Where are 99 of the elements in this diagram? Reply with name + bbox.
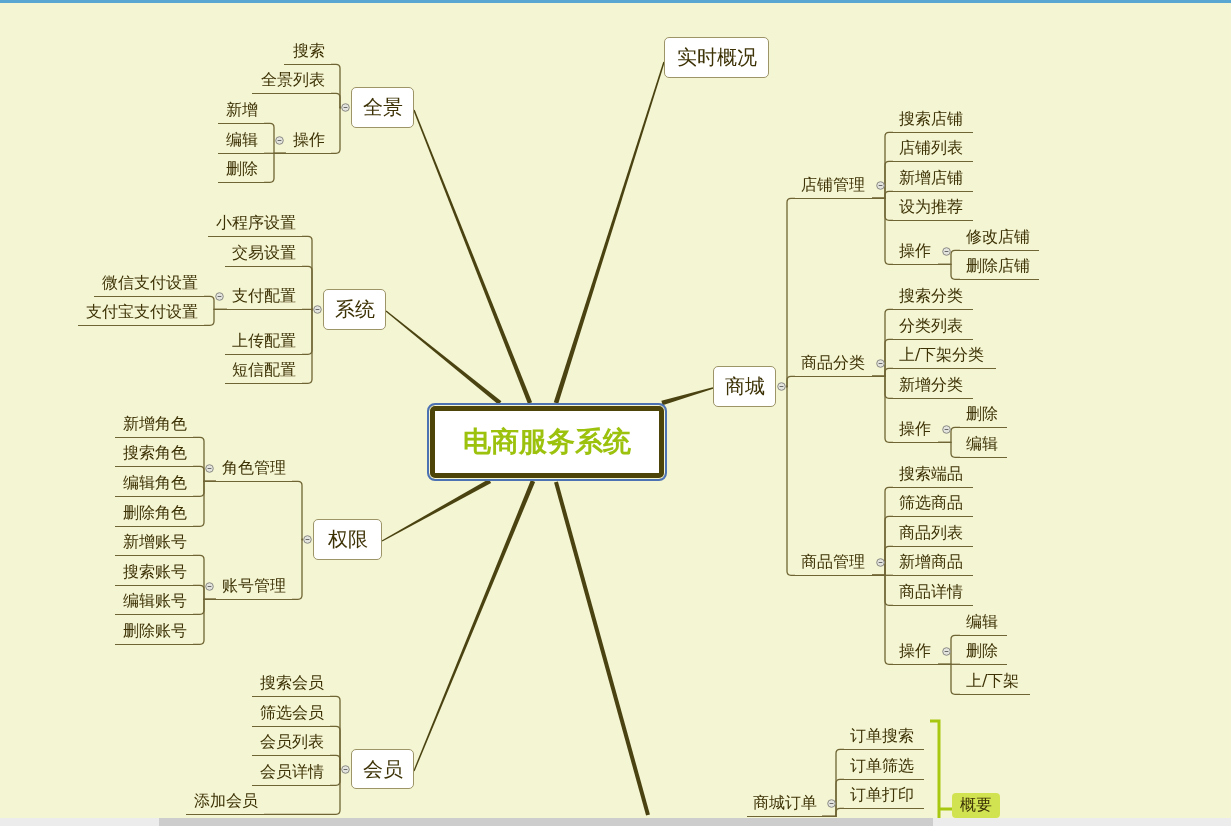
subtopic-label: 删除账号 [115,619,193,645]
subtopic-label: 商品列表 [893,521,973,547]
subtopic-label: 删除店铺 [960,254,1039,280]
subtopic-label: 商品管理 [795,550,872,576]
subtopic-label: 删除 [960,639,1007,665]
connector-line [301,308,314,384]
connector-line [291,480,304,541]
subtopic-label: 操作 [893,239,938,265]
connector-line [821,807,845,817]
subtopic-label: 商城订单 [747,791,822,817]
connector-line [203,308,228,326]
subtopic-label: 短信配置 [225,358,302,384]
connector-line [291,538,304,600]
subtopic-label: 操作 [893,639,938,665]
subtopic-label: 会员详情 [252,760,330,786]
subtopic-label: 订单筛选 [844,754,924,780]
subtopic-label: 编辑账号 [115,589,193,615]
branch-line [381,479,492,542]
branch-line [413,109,533,404]
topic-text: 权限 [327,526,368,553]
subtopic-label: 新增分类 [893,373,973,399]
topic-box [313,289,386,330]
connector-line [330,92,342,109]
connector-line [871,574,894,665]
subtopic-label: 编辑 [960,432,1007,458]
subtopic-label: 会员列表 [252,730,330,756]
subtopic-label: 支付宝支付设置 [78,300,204,326]
subtopic-label: 新增 [218,98,264,124]
connector-line [330,106,342,154]
subtopic-label: 编辑 [218,128,264,154]
subtopic-label: 新增商品 [893,550,973,576]
subtopic-label: 全景列表 [252,68,331,94]
branch-line [385,310,502,405]
subtopic-label: 店铺管理 [795,173,872,199]
connector-line [329,754,342,770]
branch-line [553,61,665,404]
subtopic-label: 添加会员 [186,789,264,815]
central-topic-box: 电商服务系统 [427,403,667,481]
subtopic-label: 删除 [218,157,264,183]
connector-line [937,663,961,695]
branch-line [413,480,536,772]
subtopic-label: 搜索分类 [893,284,973,310]
subtopic-label: 删除角色 [115,501,193,527]
subtopic-label: 商品分类 [795,351,872,377]
branch-line [554,481,650,816]
subtopic-label: 新增角色 [115,412,193,438]
connector-line [937,441,961,458]
branch-line [661,387,714,406]
subtopic-label: 设为推荐 [893,195,973,221]
subtopic-label: 搜索端品 [893,462,973,488]
connector-line [937,263,961,280]
topic-text: 会员 [362,755,403,783]
subtopic-label: 操作 [286,128,331,154]
connector-line [871,197,894,265]
subtopic-label: 交易设置 [225,241,302,267]
connector-line [785,375,796,388]
topic-text: 系统 [334,296,375,323]
subtopic-label: 搜索 [284,39,331,65]
subtopic-label: 新增账号 [115,530,193,556]
subtopic-label: 分类列表 [893,314,973,340]
topic-box [303,519,382,560]
subtopic-label: 上/下架分类 [893,343,996,369]
subtopic-label: 操作 [893,417,938,443]
topic-box [713,366,786,407]
subtopic-label: 编辑角色 [115,471,193,497]
connector-line [263,768,342,815]
topic-box [341,749,414,789]
connector-line [192,598,217,645]
subtopic-label: 订单搜索 [844,724,924,750]
subtopic-label: 搜索角色 [115,441,193,467]
subtopic-label: 编辑 [960,610,1007,636]
subtopic-label: 筛选商品 [893,491,973,517]
subtopic-label: 角色管理 [216,456,292,482]
connector-line [263,152,287,183]
topic-text: 全景 [362,94,403,121]
subtopic-label: 搜索账号 [115,560,193,586]
subtopic-label: 上传配置 [225,329,302,355]
subtopic-label: 订单打印 [844,783,924,809]
connector-line [785,385,796,576]
topic-box [341,87,414,128]
subtopic-label: 搜索店铺 [893,107,973,133]
connector-line [871,375,894,443]
subtopic-label: 支付配置 [227,284,302,310]
subtopic-label: 账号管理 [216,574,292,600]
subtopic-label: 修改店铺 [960,225,1039,251]
subtopic-label: 店铺列表 [893,136,973,162]
subtopic-label: 搜索会员 [252,671,330,697]
topic-text: 商城 [724,373,765,400]
subtopic-label: 上/下架 [960,669,1030,695]
subtopic-label: 新增店铺 [893,166,973,192]
subtopic-label: 商品详情 [893,580,973,606]
topic-box: 实时概况 [664,37,769,78]
summary-box: 概要 [952,793,1000,818]
subtopic-label: 删除 [960,402,1007,428]
subtopic-label: 筛选会员 [252,701,330,727]
subtopic-label: 微信支付设置 [94,271,204,297]
subtopic-label: 小程序设置 [208,211,302,237]
connector-line [301,265,314,311]
connector-line [192,480,217,527]
